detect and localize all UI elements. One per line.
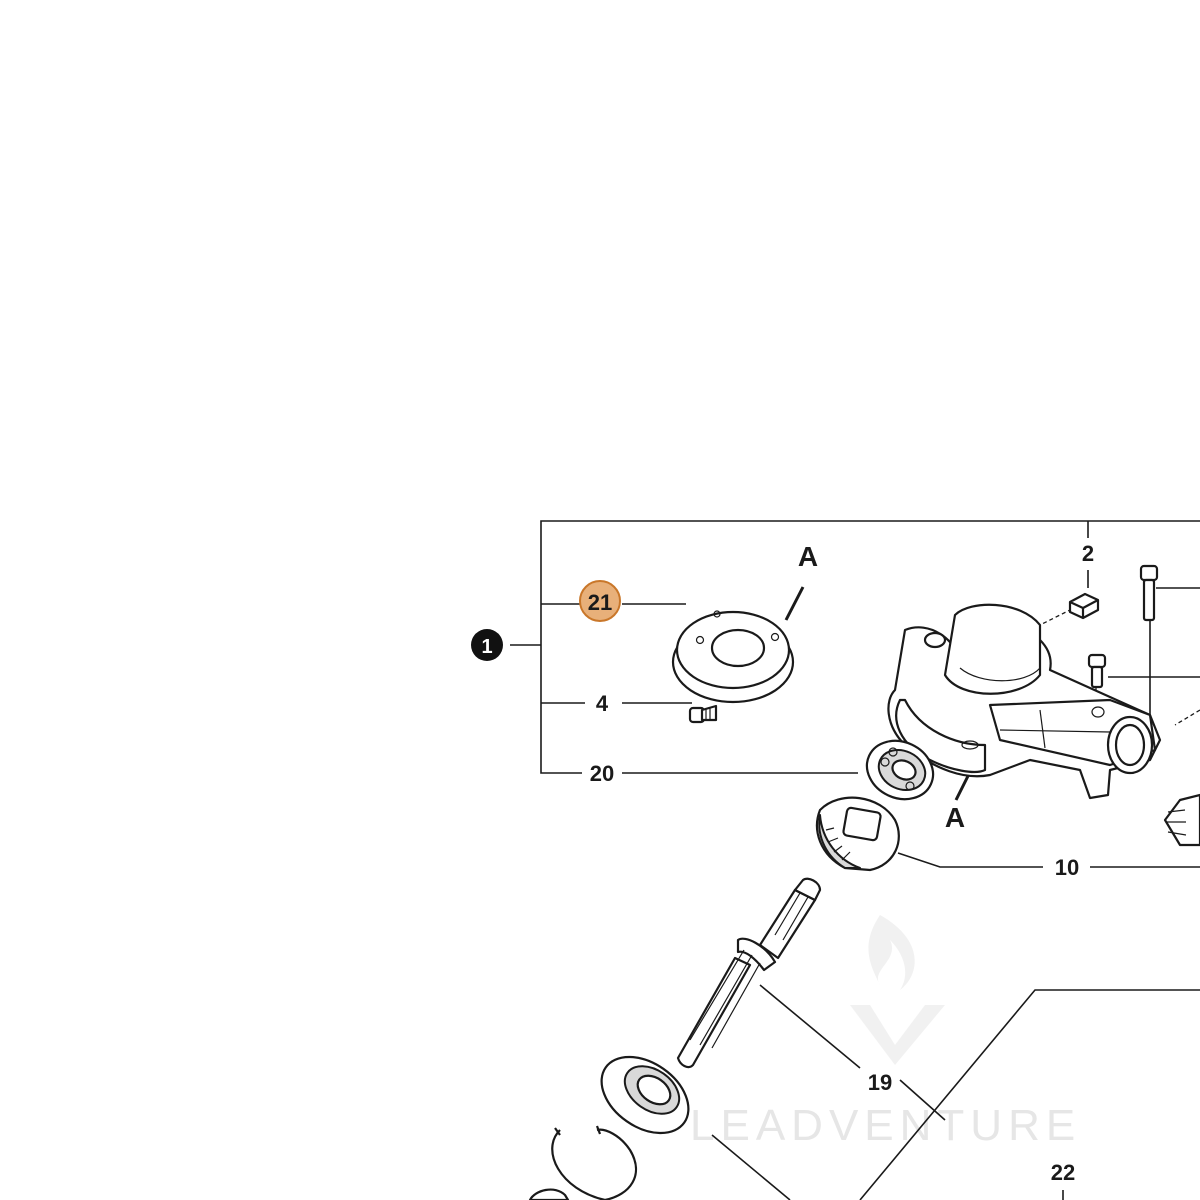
label-21: 21 [588,590,612,615]
washer-part[interactable] [528,1188,570,1200]
label-1: 1 [481,636,492,658]
drive-shaft-part[interactable] [676,877,822,1069]
lower-bearing-part[interactable] [587,1041,702,1148]
label-4[interactable]: 4 [596,691,609,716]
highlight-callout-21[interactable] [579,580,621,622]
ref-letter-a-bottom: A [945,802,965,833]
ref-a-top-pointer [784,586,805,621]
cover-plate-part[interactable] [671,610,795,704]
mid-bolt-part[interactable] [1087,653,1107,689]
pinion-gear-part[interactable] [1163,793,1200,847]
label-20[interactable]: 20 [590,761,614,786]
ref-a-bottom-pointer [954,775,970,801]
label-10[interactable]: 10 [1055,855,1079,880]
ref-letter-a-top: A [798,541,818,572]
leader-lines [622,570,1200,1200]
bearing-20-part[interactable] [857,730,942,809]
label-19[interactable]: 19 [868,1070,892,1095]
label-22[interactable]: 22 [1051,1160,1075,1185]
bevel-gear-part[interactable] [815,796,900,872]
long-bolt-part[interactable] [1139,564,1159,622]
watermark-text: LEADVENTURE [690,1101,1081,1150]
snap-ring-part[interactable] [551,1125,637,1200]
assembly-bracket-lines [510,520,1200,774]
watermark-logo [850,915,945,1065]
top-screw-part[interactable] [1068,592,1100,620]
gear-housing-part[interactable] [887,603,1162,800]
small-screw-part[interactable] [688,704,718,724]
assembly-marker[interactable] [471,629,503,661]
label-2[interactable]: 2 [1082,541,1094,566]
